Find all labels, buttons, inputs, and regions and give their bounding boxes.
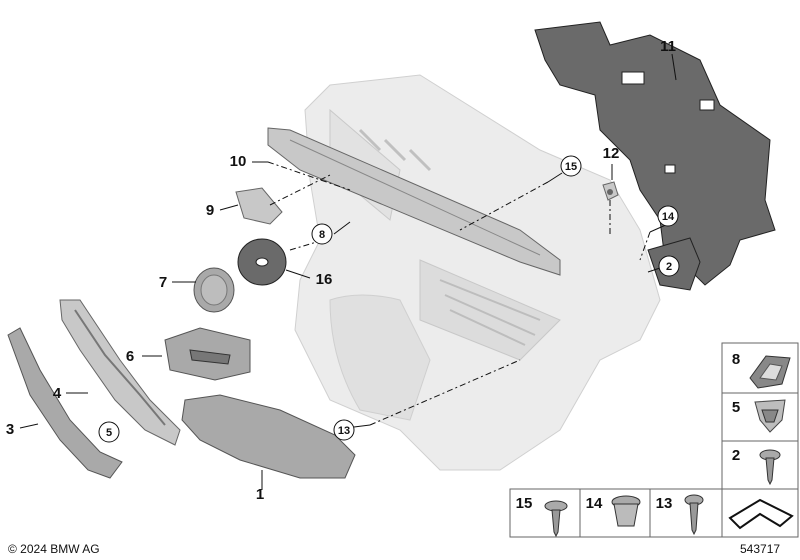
part-3-grab-handle[interactable]: [7, 327, 123, 479]
callout-16: 16: [316, 271, 333, 288]
svg-text:2: 2: [732, 447, 740, 464]
callout-8-circle: [311, 223, 333, 245]
callout-5-circle: [98, 421, 120, 443]
svg-text:5: 5: [732, 399, 740, 416]
callout-8: 8: [319, 229, 325, 241]
part-11-insulation-pad[interactable]: [534, 21, 776, 286]
legend-box-14[interactable]: 14: [579, 488, 651, 538]
svg-text:8: 8: [732, 351, 740, 368]
callout-10: 10: [230, 153, 247, 170]
callout-12: 12: [603, 145, 620, 162]
arrow-symbol-icon: [728, 498, 794, 530]
callout-14-circle: [657, 205, 679, 227]
callout-13: 13: [338, 425, 350, 437]
callout-6: 6: [126, 348, 134, 365]
callout-15-circle: [560, 155, 582, 177]
legend-box-5[interactable]: 5: [721, 392, 799, 442]
callout-15: 15: [565, 161, 577, 173]
part-1-armrest[interactable]: [181, 394, 356, 479]
callout-1: 1: [256, 486, 264, 503]
callout-3: 3: [6, 421, 14, 438]
callout-14: 14: [662, 211, 675, 223]
legend-box-13[interactable]: 13: [649, 488, 723, 538]
legend-box-8[interactable]: 8: [721, 342, 799, 394]
callout-9: 9: [206, 202, 214, 219]
part-9-cover[interactable]: [235, 187, 283, 225]
legend-box-15[interactable]: 15: [509, 488, 581, 538]
callout-4: 4: [53, 385, 62, 402]
svg-text:15: 15: [516, 495, 533, 512]
part-10-upper-trim-strip[interactable]: [267, 127, 561, 276]
part-16-speaker-grille[interactable]: [237, 238, 287, 286]
callout-2: 2: [666, 261, 672, 273]
callout-labels: 11 10 9 12 7 16 6 4 3 1 15 14 2 8 5 13: [6, 38, 680, 503]
part-12-clip[interactable]: [602, 181, 619, 201]
leader-lines: [19, 53, 677, 490]
part-6-inner-door-handle[interactable]: [164, 327, 251, 381]
legend-box-arrow: [721, 488, 799, 538]
callout-7: 7: [159, 274, 167, 291]
part-7-speaker-cover[interactable]: [193, 267, 235, 313]
svg-text:14: 14: [586, 495, 603, 512]
part-4-handle-bracket[interactable]: [59, 299, 181, 446]
callout-5: 5: [106, 427, 112, 439]
callout-2-circle: [658, 255, 680, 277]
diagram-id: 543717: [740, 542, 780, 556]
callout-13-circle: [333, 419, 355, 441]
svg-text:13: 13: [656, 495, 673, 512]
legend-box-2[interactable]: 2: [721, 440, 799, 490]
callout-11: 11: [660, 38, 676, 55]
copyright: © 2024 BMW AG: [8, 542, 100, 556]
